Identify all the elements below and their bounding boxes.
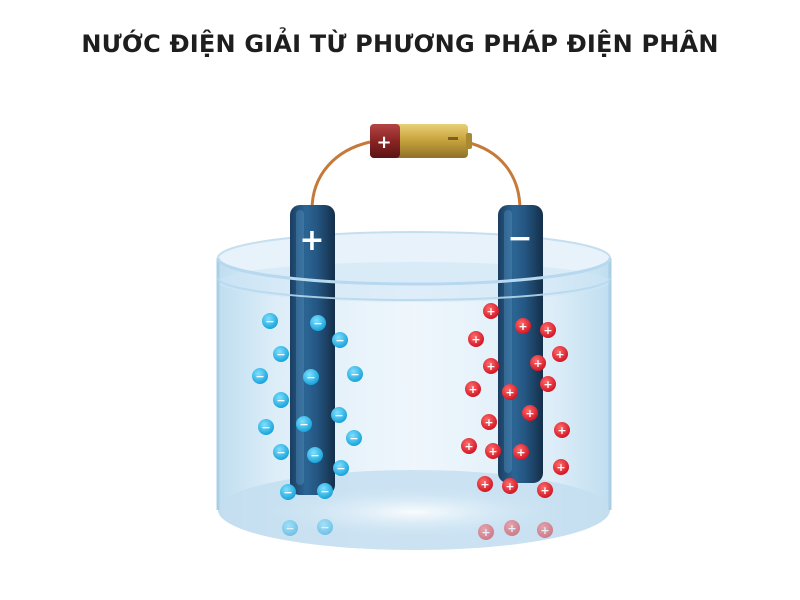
svg-text:−: − (283, 486, 292, 499)
cation-ion: + (513, 444, 529, 460)
svg-text:−: − (255, 370, 264, 383)
battery-plus-label: + (376, 132, 391, 153)
tank-rim (216, 257, 612, 286)
svg-text:+: + (486, 305, 495, 318)
svg-text:+: + (540, 484, 549, 497)
svg-text:−: − (320, 485, 329, 498)
cation-ion: + (502, 384, 518, 400)
svg-text:+: + (557, 424, 566, 437)
anion-ion: − (282, 520, 298, 536)
anion-ion: − (333, 460, 349, 476)
cation-ion: + (540, 322, 556, 338)
svg-text:+: + (471, 333, 480, 346)
anion-group: −−−−−−−−−−−−−−−−−−− (252, 313, 363, 536)
cation-ion: + (483, 358, 499, 374)
cation-ion: + (522, 405, 538, 421)
svg-text:+: + (486, 360, 495, 373)
svg-text:−: − (310, 449, 319, 462)
cation-ion: + (485, 443, 501, 459)
svg-text:+: + (525, 407, 534, 420)
cation-ion: + (553, 459, 569, 475)
cation-ion: + (477, 476, 493, 492)
anion-ion: − (252, 368, 268, 384)
anion-ion: − (273, 392, 289, 408)
anode-label: + (299, 223, 324, 258)
svg-text:−: − (265, 315, 274, 328)
svg-text:+: + (540, 524, 549, 537)
svg-text:+: + (505, 386, 514, 399)
cation-ion: + (530, 355, 546, 371)
wire (310, 140, 522, 211)
svg-text:+: + (516, 446, 525, 459)
anion-ion: − (307, 447, 323, 463)
anion-ion: − (310, 315, 326, 331)
svg-text:−: − (276, 446, 285, 459)
cation-ion: + (461, 438, 477, 454)
svg-text:−: − (261, 421, 270, 434)
svg-text:−: − (306, 371, 315, 384)
anion-ion: − (317, 519, 333, 535)
anion-ion: − (346, 430, 362, 446)
svg-text:+: + (480, 478, 489, 491)
cation-ion: + (515, 318, 531, 334)
svg-text:−: − (276, 394, 285, 407)
cation-ion: + (468, 331, 484, 347)
anion-ion: − (280, 484, 296, 500)
cathode-electrode: − (498, 205, 543, 483)
svg-text:−: − (349, 432, 358, 445)
cation-ion: + (552, 346, 568, 362)
anion-ion: − (331, 407, 347, 423)
svg-text:+: + (533, 357, 542, 370)
svg-text:−: − (350, 368, 359, 381)
water-surface (217, 277, 611, 301)
anion-ion: − (273, 444, 289, 460)
cation-ion: + (540, 376, 556, 392)
cation-ion: + (537, 482, 553, 498)
anion-ion: − (303, 369, 319, 385)
svg-text:+: + (484, 416, 493, 429)
anion-ion: − (317, 483, 333, 499)
svg-text:+: + (543, 324, 552, 337)
cation-ion: + (483, 303, 499, 319)
svg-text:−: − (299, 418, 308, 431)
cation-ion: + (554, 422, 570, 438)
cation-ion: + (481, 414, 497, 430)
cation-ion: + (465, 381, 481, 397)
svg-text:+: + (518, 320, 527, 333)
cation-group: +++++++++++++++++++++++ (461, 303, 570, 540)
svg-text:+: + (481, 526, 490, 539)
svg-text:+: + (488, 445, 497, 458)
cation-ion: + (478, 524, 494, 540)
battery: + (370, 124, 472, 158)
svg-text:+: + (556, 461, 565, 474)
anion-ion: − (347, 366, 363, 382)
anion-ion: − (273, 346, 289, 362)
cation-ion: + (502, 478, 518, 494)
svg-text:−: − (334, 409, 343, 422)
svg-text:−: − (276, 348, 285, 361)
anion-ion: − (262, 313, 278, 329)
svg-text:−: − (335, 334, 344, 347)
svg-text:+: + (555, 348, 564, 361)
svg-text:+: + (543, 378, 552, 391)
page-title: NƯỚC ĐIỆN GIẢI TỪ PHƯƠNG PHÁP ĐIỆN PHÂN (81, 30, 719, 58)
svg-text:−: − (313, 317, 322, 330)
svg-text:−: − (320, 521, 329, 534)
svg-text:+: + (505, 480, 514, 493)
cathode-label: − (507, 221, 532, 256)
anion-ion: − (258, 419, 274, 435)
cation-ion: + (504, 520, 520, 536)
svg-text:+: + (468, 383, 477, 396)
svg-text:+: + (507, 522, 516, 535)
svg-text:−: − (285, 522, 294, 535)
svg-text:+: + (464, 440, 473, 453)
cation-ion: + (537, 522, 553, 538)
svg-text:−: − (336, 462, 345, 475)
anion-ion: − (296, 416, 312, 432)
anion-ion: − (332, 332, 348, 348)
